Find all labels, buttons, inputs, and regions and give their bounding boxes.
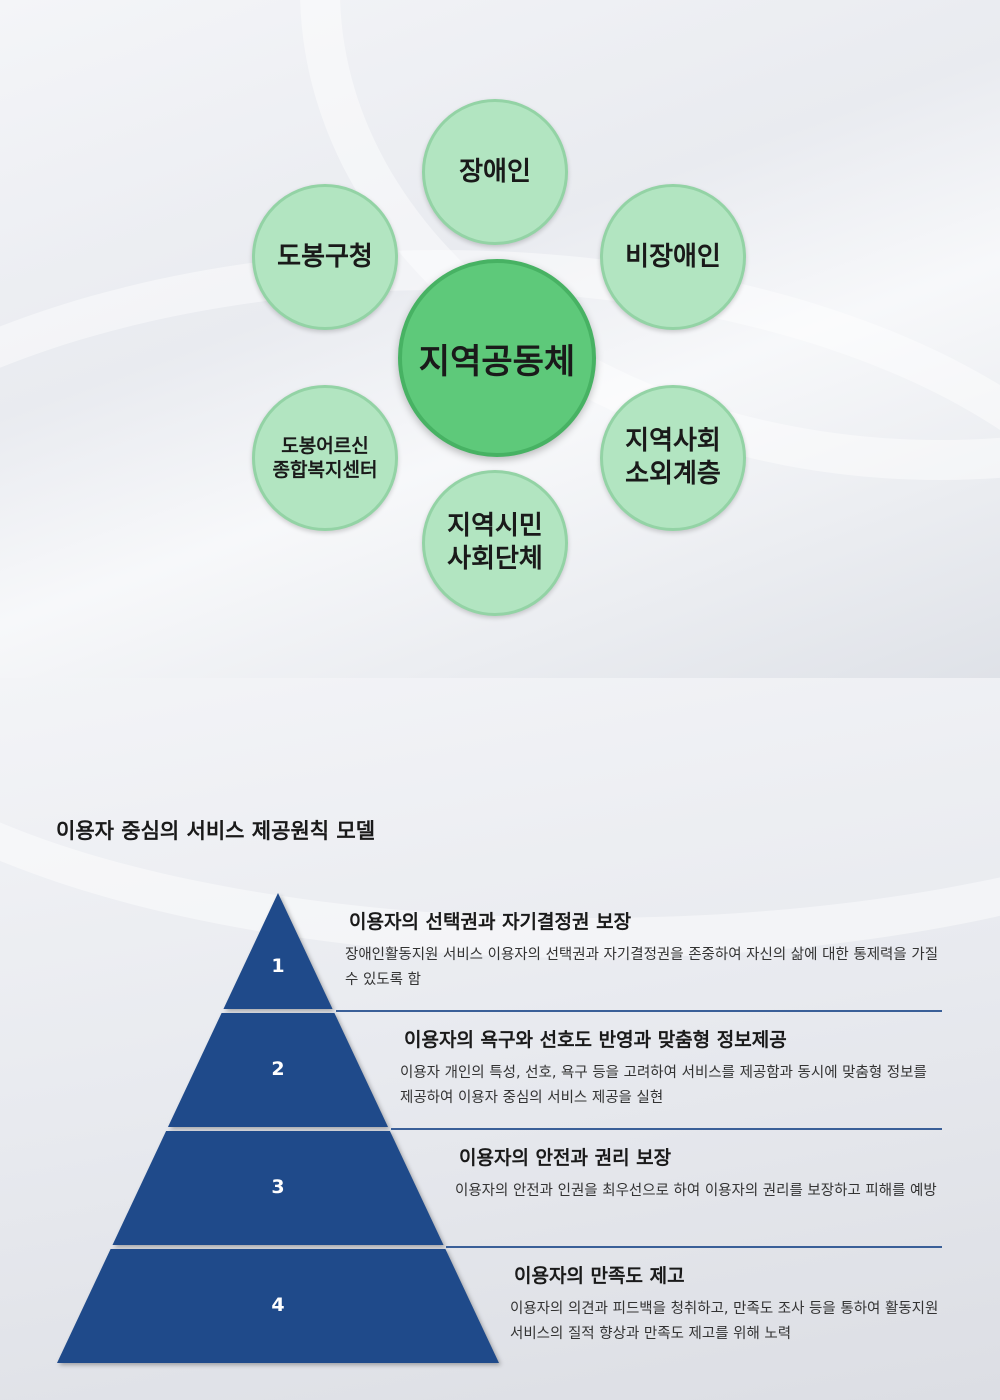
divider	[336, 1010, 942, 1012]
level-number: 2	[271, 1058, 285, 1080]
level-title: 이용자의 선택권과 자기결정권 보장	[349, 911, 632, 933]
node-dobong-office: 도봉구청	[252, 184, 398, 330]
pyramid-level-2	[167, 1013, 389, 1127]
community-diagram-panel: 장애인 도봉구청 비장애인 도봉어르신 종합복지센터 지역사회 소외계층 지역시…	[0, 0, 1000, 678]
level-title: 이용자의 만족도 제고	[514, 1265, 685, 1287]
node-civic-groups: 지역시민 사회단체	[422, 470, 568, 616]
model-heading: 이용자 중심의 서비스 제공원칙 모델	[56, 819, 376, 843]
level-description: 이용자의 안전과 인권을 최우선으로 하여 이용자의 권리를 보장하고 피해를 …	[455, 1183, 937, 1199]
pyramid-level-3	[112, 1131, 444, 1245]
node-disabled: 장애인	[422, 99, 568, 245]
level-description: 이용자 개인의 특성, 선호, 욕구 등을 고려하여 서비스를 제공함과 동시에…	[400, 1065, 927, 1106]
divider	[446, 1246, 942, 1248]
node-senior-center: 도봉어르신 종합복지센터	[252, 385, 398, 531]
level-title: 이용자의 욕구와 선호도 반영과 맞춤형 정보제공	[404, 1029, 787, 1051]
node-non-disabled: 비장애인	[600, 184, 746, 330]
pyramid-level-4	[57, 1249, 499, 1363]
divider	[391, 1128, 942, 1130]
level-number: 1	[271, 955, 285, 977]
node-marginalized: 지역사회 소외계층	[600, 385, 746, 531]
center-community: 지역공동체	[398, 259, 596, 457]
pyramid-level-1	[223, 893, 333, 1009]
level-description: 장애인활동지원 서비스 이용자의 선택권과 자기결정권을 존중하여 자신의 삶에…	[345, 947, 939, 988]
level-number: 3	[271, 1176, 285, 1198]
level-title: 이용자의 안전과 권리 보장	[459, 1147, 672, 1169]
level-number: 4	[271, 1294, 285, 1316]
level-description: 이용자의 의견과 피드백을 청취하고, 만족도 조사 등을 통하여 활동지원 서…	[510, 1301, 939, 1342]
model-panel	[0, 678, 1000, 1400]
